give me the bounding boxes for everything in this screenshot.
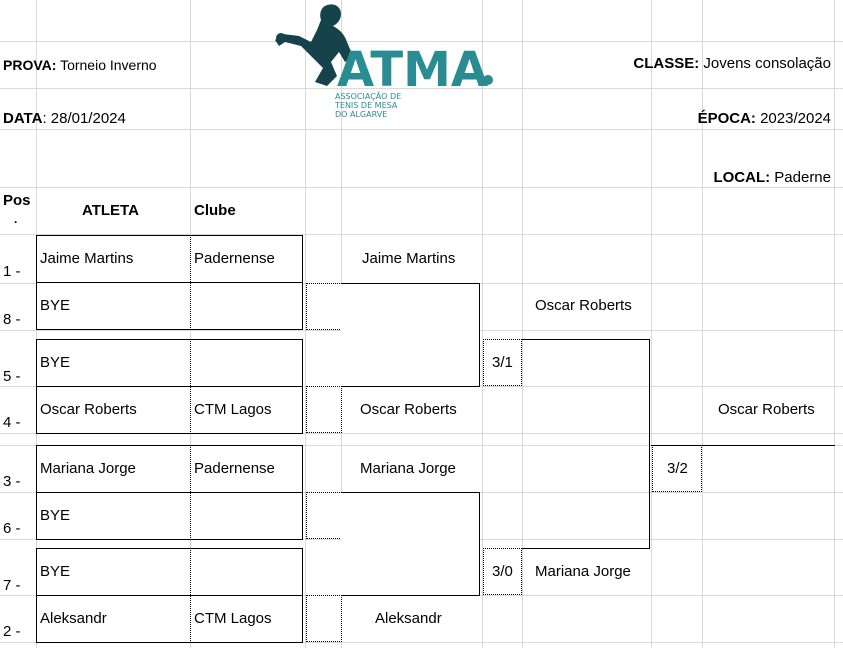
score-cell <box>306 283 342 330</box>
position-label: 4 - <box>3 414 21 431</box>
club-name: CTM Lagos <box>194 610 272 627</box>
club-separator <box>190 339 191 434</box>
data-field: DATA: 28/01/2024 <box>3 110 126 128</box>
round1-winner: Aleksandr <box>375 610 442 627</box>
header-pos-dot: . <box>14 212 18 226</box>
classe-value: Jovens consolação <box>703 55 831 72</box>
header-pos: Pos <box>3 192 31 209</box>
gridline <box>305 0 306 648</box>
row-divider <box>36 282 303 283</box>
athlete-name: Oscar Roberts <box>40 401 137 418</box>
row-divider <box>36 492 303 493</box>
gridline <box>0 433 843 434</box>
round2-box-1 <box>341 283 480 387</box>
gridline <box>522 0 523 648</box>
epoca-value: 2023/2024 <box>760 110 831 127</box>
athlete-name: BYE <box>40 297 71 314</box>
athlete-name: BYE <box>40 354 71 371</box>
logo-line1: ASSOCIAÇÃO DE <box>335 91 401 101</box>
epoca-label: ÉPOCA: <box>697 110 756 127</box>
atma-logo: ATMA ASSOCIAÇÃO DE TENIS DE MESA DO ALGA… <box>275 2 495 124</box>
header-clube: Clube <box>194 202 236 219</box>
gridline <box>0 234 843 235</box>
position-label: 5 - <box>3 368 21 385</box>
logo-line2: TENIS DE MESA <box>334 101 398 110</box>
athlete-name: Mariana Jorge <box>40 460 136 477</box>
classe-field: CLASSE: Jovens consolação <box>633 55 831 73</box>
club-name: CTM Lagos <box>194 401 272 418</box>
final-winner: Oscar Roberts <box>718 401 815 418</box>
position-label: 1 - <box>3 263 21 280</box>
position-label: 3 - <box>3 473 21 490</box>
athlete-name: Jaime Martins <box>40 250 134 267</box>
gridline <box>0 187 843 188</box>
round1-winner: Mariana Jorge <box>360 460 456 477</box>
prova-label: PROVA: <box>3 57 57 73</box>
position-label: 7 - <box>3 577 21 594</box>
gridline <box>0 41 843 42</box>
row-divider <box>36 595 303 596</box>
round2-box-2 <box>341 492 480 596</box>
final-bracket-box <box>522 339 650 549</box>
classe-label: CLASSE: <box>633 55 700 72</box>
round1-winner: Oscar Roberts <box>360 401 457 418</box>
gridline <box>0 88 843 89</box>
position-label: 6 - <box>3 520 21 537</box>
club-separator <box>190 235 191 330</box>
epoca-field: ÉPOCA: 2023/2024 <box>698 110 831 128</box>
local-value: Paderne <box>774 169 831 186</box>
prova-value: Torneio Inverno <box>60 57 157 73</box>
final-line <box>651 445 835 446</box>
score-cell <box>306 386 342 433</box>
score-cell-semi1 <box>483 339 522 386</box>
local-label: LOCAL: <box>713 169 771 186</box>
score-cell <box>306 595 342 642</box>
gridline <box>702 0 703 648</box>
gridline <box>482 0 483 648</box>
header-atleta: ATLETA <box>82 202 139 219</box>
athlete-name: BYE <box>40 563 71 580</box>
athlete-name: BYE <box>40 507 71 524</box>
logo-letters: ATMA <box>337 42 488 98</box>
data-value: : 28/01/2024 <box>42 110 126 127</box>
gridline <box>0 445 843 446</box>
score-cell <box>306 492 342 539</box>
semi2-score: 3/0 <box>492 563 513 580</box>
player-silhouette-icon: ATMA ASSOCIAÇÃO DE TENIS DE MESA DO ALGA… <box>275 4 493 119</box>
gridline <box>834 0 835 648</box>
position-label: 8 - <box>3 311 21 328</box>
gridline <box>0 129 843 130</box>
gridline <box>0 642 843 643</box>
position-label: 2 - <box>3 623 21 640</box>
club-separator <box>190 445 191 540</box>
club-name: Padernense <box>194 460 275 477</box>
round1-winner: Jaime Martins <box>362 250 456 267</box>
row-divider <box>36 386 303 387</box>
club-name: Padernense <box>194 250 275 267</box>
semi1-score: 3/1 <box>492 354 513 371</box>
logo-line3: DO ALGARVE <box>335 110 387 119</box>
prova-field: PROVA: Torneio Inverno <box>3 56 157 74</box>
round2-winner: Mariana Jorge <box>535 563 631 580</box>
local-field: LOCAL: Paderne <box>713 169 831 187</box>
round2-winner: Oscar Roberts <box>535 297 632 314</box>
gridline <box>651 0 652 648</box>
data-label: DATA <box>3 110 43 127</box>
final-score: 3/2 <box>667 460 688 477</box>
club-separator <box>190 548 191 643</box>
athlete-name: Aleksandr <box>40 610 107 627</box>
score-cell-semi2 <box>483 548 522 595</box>
